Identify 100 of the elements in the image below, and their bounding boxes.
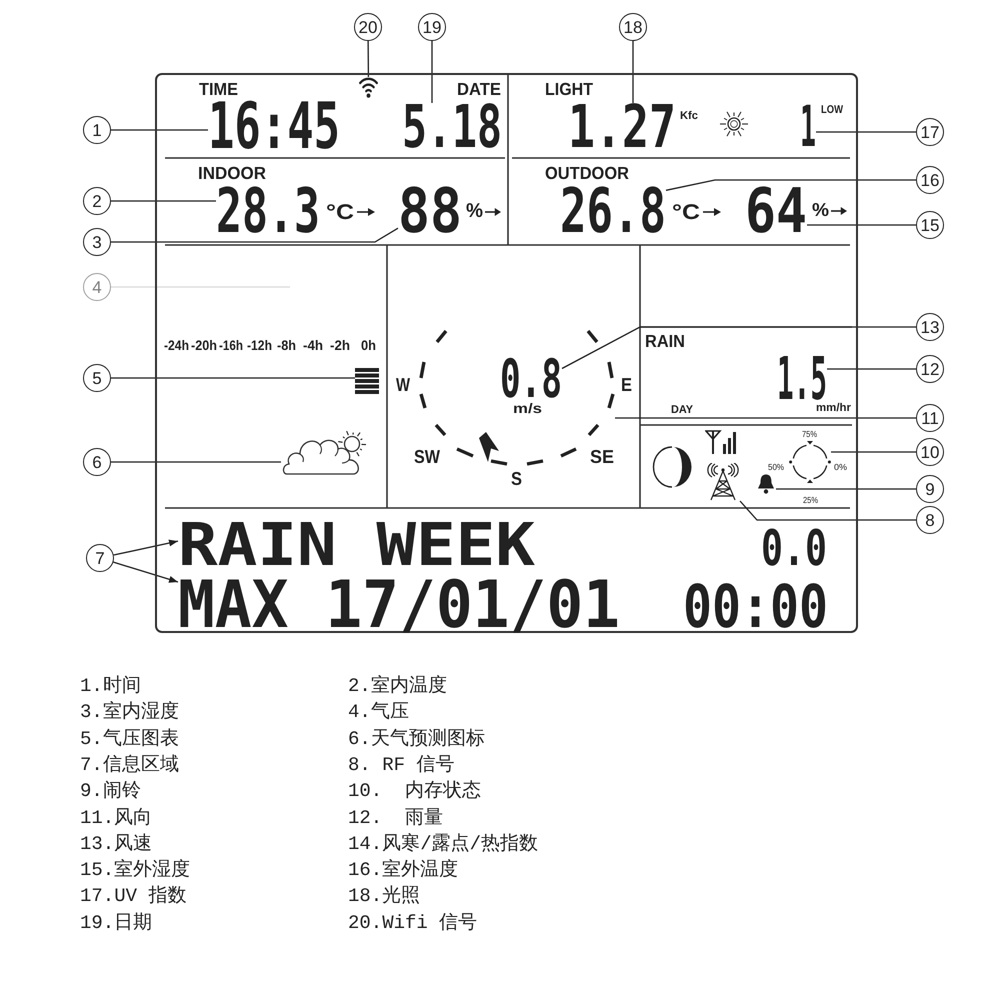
axis-label: -20h [191, 340, 217, 351]
lcd-digits: 5.18 [402, 103, 502, 151]
leader-line [831, 451, 916, 453]
leader-line [776, 488, 916, 490]
lcd-digits: 1.5 [777, 355, 827, 403]
legend-item: 15.室外湿度 [80, 859, 190, 882]
callout-number: 10 [916, 438, 944, 466]
callout-number: 9 [916, 475, 944, 503]
lcd-digits: 28.3 [216, 186, 320, 236]
leader-line [111, 286, 290, 288]
radio-tower-icon [705, 463, 741, 501]
compass-letter: S [511, 471, 522, 486]
leader-line [111, 377, 355, 379]
legend-item: 12. 雨量 [348, 806, 444, 828]
legend-item: 2.室内温度 [348, 675, 447, 697]
unit-label: m/s [513, 403, 542, 414]
leader-line [632, 41, 634, 103]
compass-letter: SE [590, 449, 614, 464]
unit-label: °C [672, 204, 700, 221]
callout-number: 18 [619, 13, 647, 41]
lcd-text: MAX 17/01/01 [178, 579, 620, 632]
display-label: INDOOR [198, 166, 266, 180]
legend-item: 1.时间 [80, 675, 141, 697]
scale-label: 75% [802, 431, 817, 438]
legend-item: 8. RF 信号 [348, 754, 454, 776]
display-label: RAIN [645, 334, 685, 348]
axis-label: -12h [247, 340, 272, 351]
leader-line [111, 129, 208, 131]
lcd-digits: 88 [398, 186, 462, 236]
leader-line [666, 179, 916, 191]
legend-item: 4.气压 [348, 701, 409, 724]
compass-letter: E [621, 377, 632, 392]
leader-line [615, 417, 916, 419]
callout-number: 17 [916, 118, 944, 146]
display-label: DAY [671, 406, 693, 415]
scale-label: 0% [834, 464, 847, 471]
callout-number: 3 [83, 228, 111, 256]
lcd-digits: 26.8 [560, 186, 666, 236]
arrow [113, 562, 178, 583]
arrow [114, 540, 178, 556]
axis-label: -24h [164, 340, 189, 351]
callout-number: 12 [916, 355, 944, 383]
display-label: TIME [199, 82, 238, 96]
scale-label: 50% [768, 464, 784, 471]
lcd-digits: 00:00 [683, 583, 828, 631]
legend-item: 13.风速 [80, 832, 152, 855]
unit-label: % [812, 202, 829, 217]
legend-item: 20.Wifi 信号 [348, 912, 478, 934]
lcd-digits: 1.27 [568, 103, 676, 151]
legend-item: 10. 内存状态 [348, 780, 482, 802]
circle-gauge-icon [789, 441, 831, 483]
callout-number: 7 [86, 544, 114, 572]
lcd-digits: 16:45 [208, 101, 340, 153]
leader-line [367, 41, 370, 77]
unit-label: °C [326, 204, 354, 221]
leader-line [816, 131, 916, 133]
callout-number: 15 [916, 211, 944, 239]
legend-item: 11.风向 [80, 806, 152, 828]
callout-number: 1 [83, 116, 111, 144]
lcd-digits: 0.0 [761, 528, 827, 568]
legend-item: 7.信息区域 [80, 754, 179, 776]
unit-label: Kfc [680, 112, 698, 121]
lcd-text: RAIN WEEK [178, 521, 535, 569]
unit-label: % [466, 203, 483, 219]
bar-graph-icon [355, 368, 379, 394]
unit-label: LOW [821, 106, 843, 115]
callout-number: 6 [83, 448, 111, 476]
leader-line [827, 368, 916, 370]
callout-number: 11 [916, 404, 944, 432]
scale-label: 25% [803, 497, 818, 504]
cloud-sun-icon [281, 430, 367, 476]
axis-label: -16h [219, 340, 243, 351]
callout-number: 4 [83, 273, 111, 301]
legend-item: 14.风寒/露点/热指数 [348, 832, 538, 855]
callout-number: 13 [916, 313, 944, 341]
bell-icon [756, 474, 776, 494]
legend-item: 19.日期 [80, 912, 152, 934]
axis-label: -4h [303, 340, 323, 351]
compass-letter: W [396, 377, 410, 392]
leader-line [562, 326, 916, 370]
callout-number: 20 [354, 13, 382, 41]
display-label: LIGHT [545, 82, 593, 96]
compass-letter: SW [414, 449, 440, 464]
leader-line [807, 224, 916, 226]
unit-label: mm/hr [816, 404, 851, 413]
lcd-digits: 0.8 [500, 358, 562, 401]
callout-number: 19 [418, 13, 446, 41]
legend-item: 3.室内湿度 [80, 701, 179, 724]
legend-item: 16.室外温度 [348, 859, 458, 882]
display-label: DATE [457, 82, 501, 96]
legend-item: 17.UV 指数 [80, 885, 186, 908]
callout-number: 5 [83, 364, 111, 392]
leader-line [111, 228, 398, 243]
display-label: OUTDOOR [545, 166, 629, 180]
leader-line [740, 500, 916, 521]
axis-label: -8h [277, 340, 296, 351]
legend-item: 18.光照 [348, 885, 420, 908]
leader-line [431, 41, 433, 103]
lcd-digits: 1 [800, 104, 816, 150]
legend-item: 5.气压图表 [80, 728, 179, 750]
